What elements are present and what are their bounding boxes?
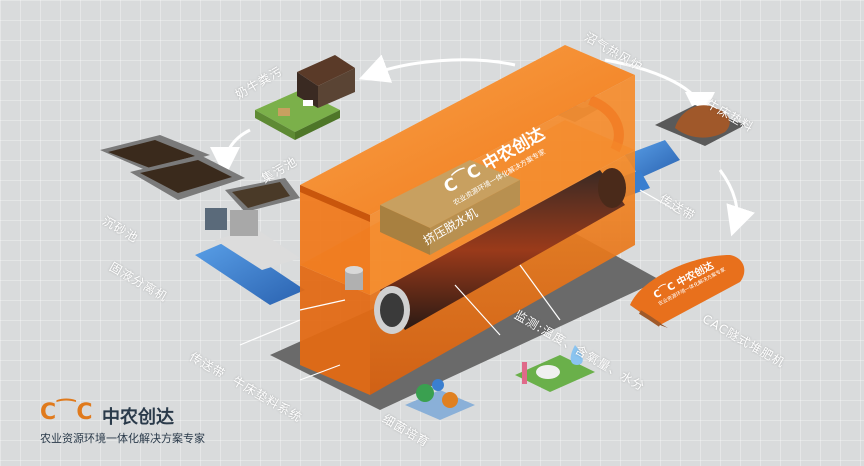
brand-block: C⁀C 中农创达 农业资源环境一体化解决方案专家 <box>40 400 240 450</box>
flow-arrow-furnace-to-bedding <box>604 58 715 122</box>
barn-icon <box>255 55 355 140</box>
screw-press-icon <box>380 160 520 255</box>
leader-lines <box>239 189 676 381</box>
solid-liquid-separator-icon <box>195 208 305 305</box>
cac-fermenter-icon <box>630 255 745 328</box>
brand-slogan: 农业资源环境一体化解决方案专家 <box>40 432 205 445</box>
pipe-icon <box>345 266 363 290</box>
flow-arrow-barn-to-pit <box>210 128 251 177</box>
brand-name: 中农创达 <box>102 407 174 428</box>
flow-arrow-furnace-to-barn <box>358 54 516 83</box>
rotary-drum <box>374 168 626 334</box>
monitor-instruments-icon <box>515 345 595 392</box>
flow-arrow-to-fermenter <box>718 169 755 237</box>
sedimentation-tank-icon <box>100 135 300 212</box>
flasks-icon <box>405 379 475 420</box>
bedding-pile-icon <box>655 105 745 146</box>
brand-logo: C⁀C <box>40 400 94 425</box>
